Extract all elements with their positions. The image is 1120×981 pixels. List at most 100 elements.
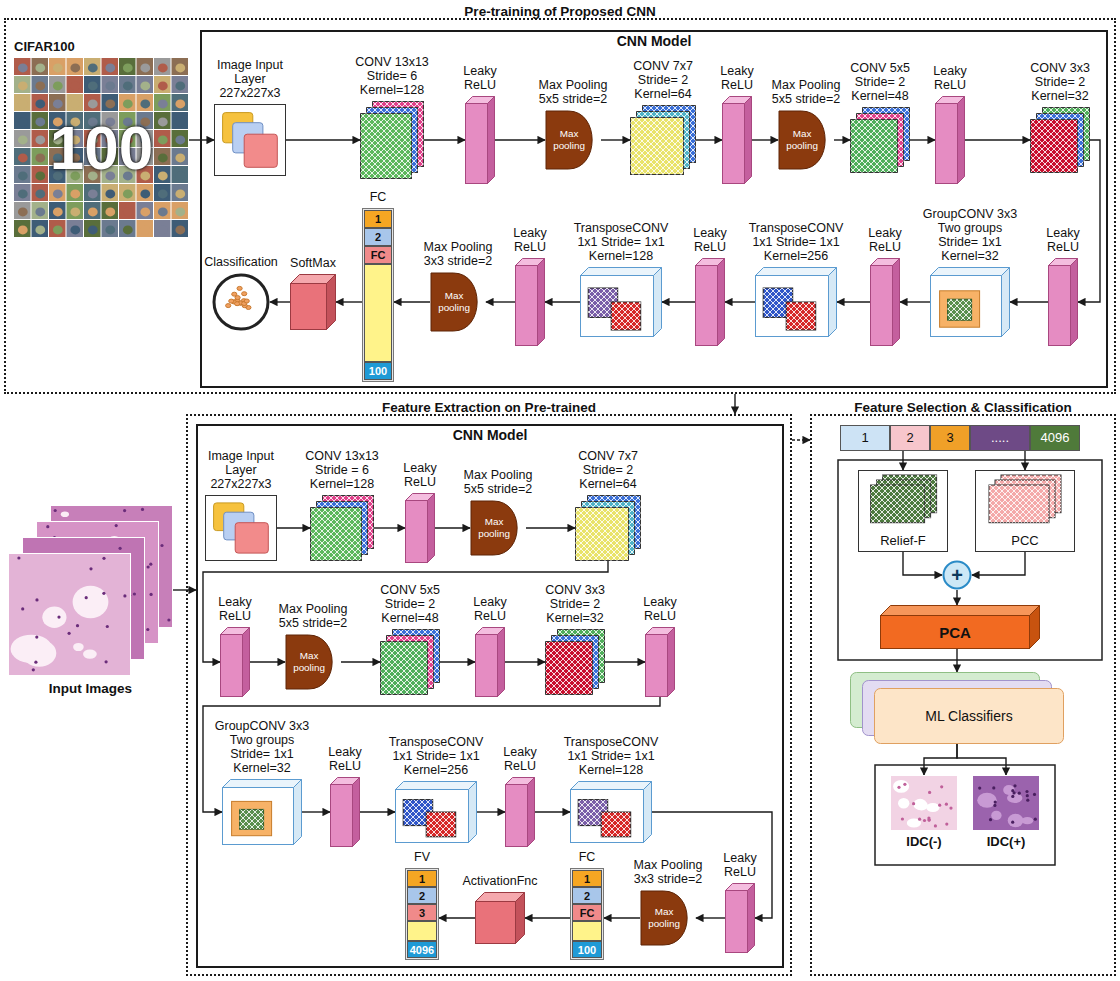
- activation-layer: Leaky ReLU: [722, 96, 752, 184]
- text-holder: Leaky ReLU: [458, 64, 502, 92]
- shape-part: [871, 485, 925, 523]
- shape-part: [291, 284, 327, 330]
- shape-part: [137, 76, 154, 93]
- shape-part: [748, 884, 755, 953]
- layer-label: CONV 5x5 Stride= 2 Kernel=48: [370, 583, 450, 625]
- conv-layer: CONV 13x13 Stride = 6 Kernel=128: [310, 495, 374, 561]
- shape-part: [1011, 795, 1014, 798]
- shape-part: [944, 562, 971, 589]
- shape-part: [137, 202, 154, 219]
- flow-arrow: [696, 917, 725, 918]
- result-image-graphic: [972, 775, 1040, 831]
- vector-cell: 100: [364, 362, 392, 380]
- text-holder: 100: [14, 58, 189, 238]
- flow-arrow: [424, 139, 465, 140]
- shape-part: [172, 166, 189, 183]
- shape-part: [35, 81, 45, 90]
- shape-part: [571, 782, 652, 790]
- shape-part: [871, 266, 893, 346]
- vector-value: 1: [419, 873, 425, 885]
- shape-part: [426, 812, 456, 837]
- group-conv-layer-graphic: [222, 779, 302, 845]
- activation-layer: Leaky ReLU: [695, 258, 725, 346]
- shape-part: [829, 268, 837, 337]
- shape-part: [571, 869, 604, 960]
- text-holder: ML Classifiers: [874, 688, 1064, 744]
- shape-part: [668, 628, 675, 697]
- text-holder: Leaky ReLU: [715, 64, 759, 92]
- shape-part: [123, 207, 133, 216]
- shape-part: [931, 268, 1010, 276]
- selector-name: Relief-F: [858, 533, 948, 548]
- shape-part: [948, 299, 972, 320]
- text-holder: Classification: [204, 255, 278, 269]
- fc-vector: FC12FC100: [362, 208, 394, 382]
- shape-part: [1011, 789, 1014, 792]
- layer-label: Max Pooling 5x5 stride=2: [766, 78, 846, 106]
- layer-label: Max Pooling 5x5 stride=2: [458, 468, 538, 496]
- shape-part: [644, 782, 652, 843]
- shape-part: [32, 148, 49, 165]
- flow-arrow: [605, 661, 645, 662]
- input-images-graphic: [8, 505, 173, 675]
- layer-label: CONV 7x7 Stride= 2 Kernel=64: [568, 449, 648, 491]
- activation-layer: Leaky ReLU: [870, 258, 900, 346]
- flow-arrow: [545, 301, 580, 302]
- shape-part: [506, 785, 528, 847]
- shape-part: [327, 275, 336, 330]
- pool-text: Max pooling: [640, 906, 688, 930]
- flow-arrow: [601, 139, 630, 140]
- shape-part: [158, 189, 168, 198]
- layer-label: Leaky ReLU: [323, 745, 367, 773]
- activation-layer-graphic: [1048, 258, 1078, 346]
- text-holder: Max Pooling 5x5 stride=2: [533, 78, 613, 106]
- flow-arrow: [956, 649, 957, 672]
- shape-part: [240, 809, 264, 829]
- vector-cell: .....: [970, 425, 1030, 451]
- shape-part: [49, 202, 66, 219]
- conv-layer: CONV 5x5 Stride= 2 Kernel=48: [850, 107, 910, 173]
- shape-part: [14, 76, 31, 93]
- shape-part: [546, 642, 593, 695]
- text-holder: TransposeCONV 1x1 Stride= 1x1 Kernel=128: [571, 221, 671, 263]
- shape-part: [294, 780, 302, 845]
- activation-layer-graphic: [405, 493, 435, 563]
- feature-vector: 123.....4096: [840, 425, 1080, 451]
- flow-arrow: [734, 394, 735, 414]
- shape-part: [696, 266, 718, 346]
- shape-part: [73, 586, 109, 619]
- shape-part: [172, 112, 189, 129]
- activation-layer: Leaky ReLU: [465, 96, 495, 184]
- shape-part: [631, 118, 684, 175]
- vector-cell: 1: [572, 870, 602, 887]
- shape-part: [32, 94, 49, 111]
- pool-text: Max pooling: [430, 290, 478, 314]
- shape-part: [102, 592, 105, 595]
- conv-layer-graphic: [380, 629, 440, 695]
- dotted-panel: Pre-training of Proposed CNNCIFAR100100C…: [4, 18, 1116, 394]
- shape-part: [105, 207, 115, 216]
- shape-part: [9, 554, 131, 676]
- text-holder: FC: [579, 850, 596, 864]
- shape-part: [154, 112, 171, 129]
- shape-part: [123, 81, 133, 90]
- shape-part: [175, 81, 185, 90]
- text-holder: TransposeCONV 1x1 Stride= 1x1 Kernel=128: [561, 735, 661, 777]
- shape-part: [936, 104, 958, 184]
- vector-title: FC: [579, 850, 596, 864]
- shape-part: [105, 81, 115, 90]
- layer-label: Leaky ReLU: [715, 64, 759, 92]
- shape-part: [912, 802, 915, 805]
- conv-layer-graphic: [545, 629, 605, 695]
- layer-label: ActivationFnc: [462, 874, 537, 888]
- shape-part: [88, 63, 98, 72]
- shape-part: [893, 259, 900, 346]
- conv-layer: CONV 5x5 Stride= 2 Kernel=48: [380, 629, 440, 695]
- shape-part: [235, 302, 240, 306]
- text-holder: CONV 7x7 Stride= 2 Kernel=64: [568, 449, 648, 491]
- group-conv-layer: GroupCONV 3x3 Two groups Stride= 1x1 Ker…: [222, 779, 302, 845]
- pooling-layer: Max Pooling 5x5 stride=2Max pooling: [545, 110, 601, 170]
- pooling-layer: Max Pooling 5x5 stride=2Max pooling: [285, 634, 341, 690]
- flow-arrow: [439, 917, 475, 918]
- shape-part: [14, 58, 31, 75]
